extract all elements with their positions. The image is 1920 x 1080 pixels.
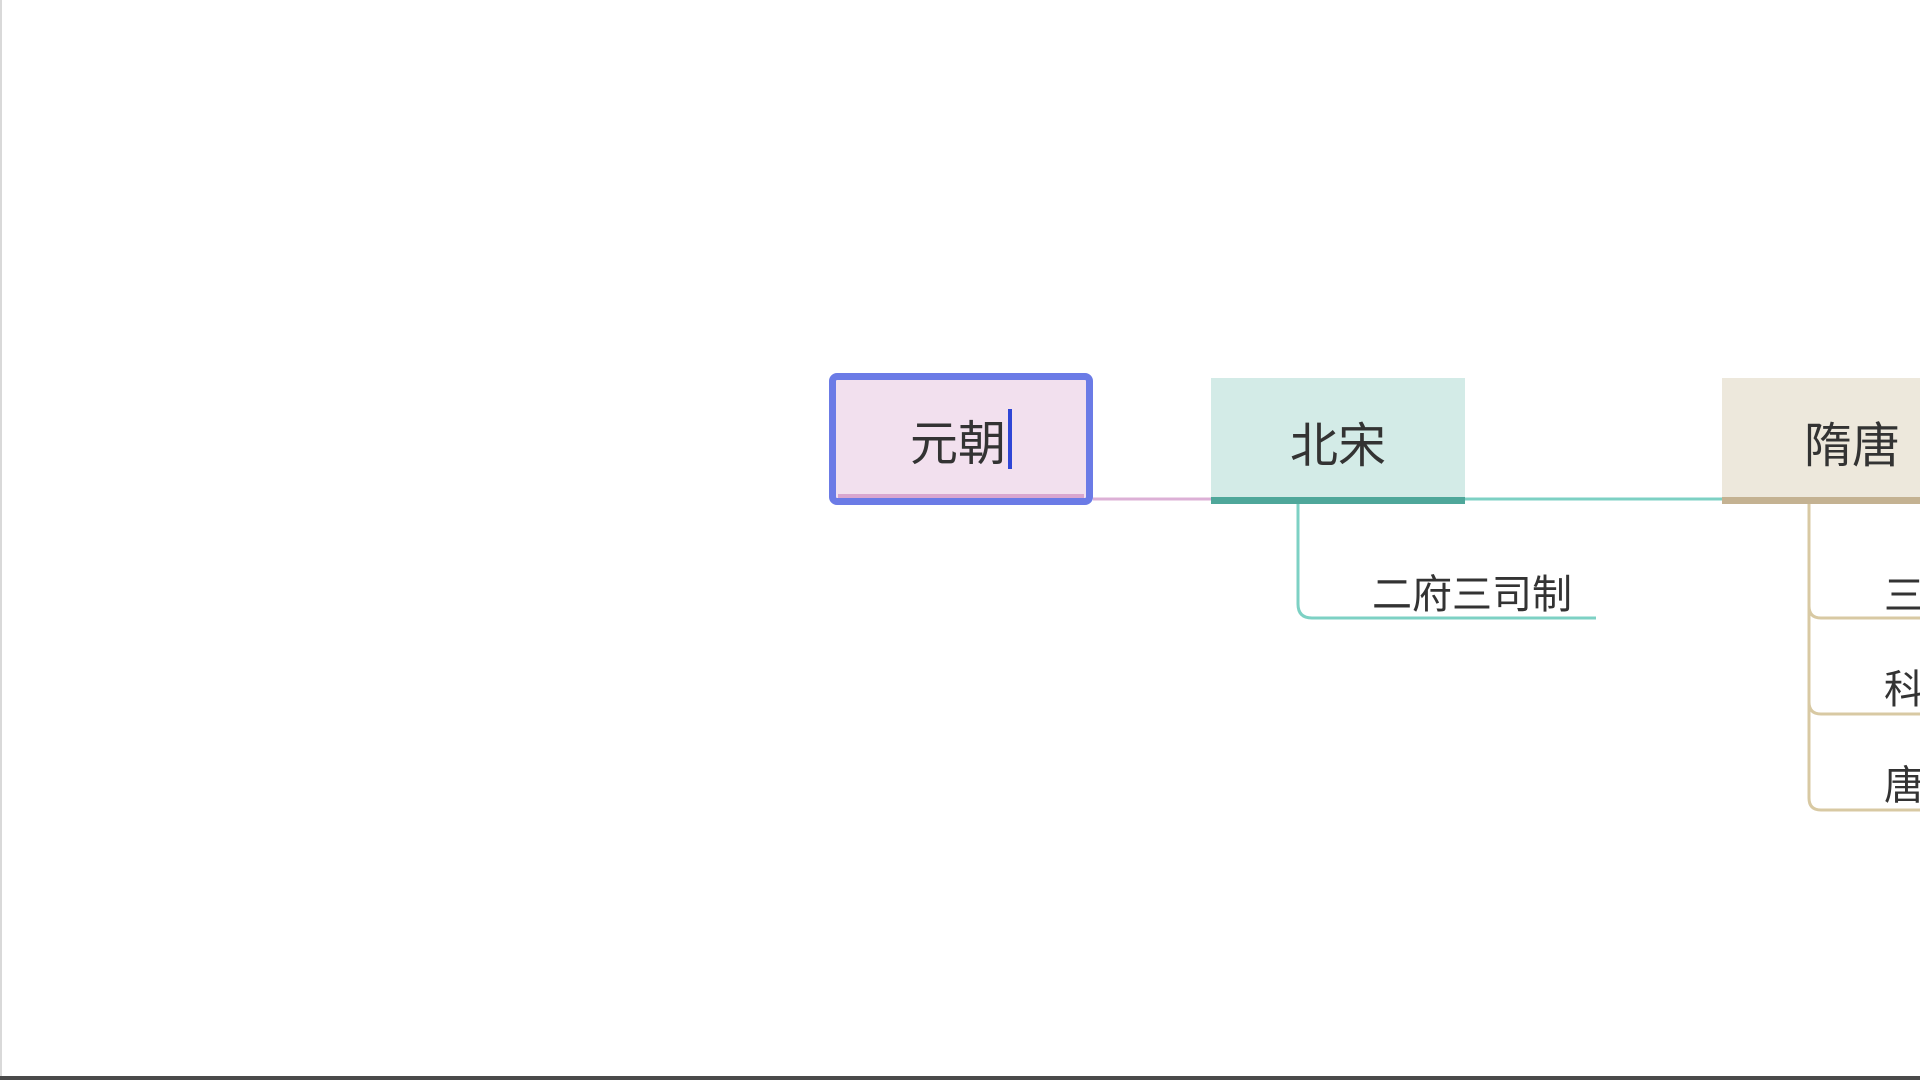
topic-suitang-label: 隋唐 [1804, 418, 1901, 474]
subtopic-erfu-sansi[interactable]: 二府三司制 [1372, 572, 1572, 618]
topic-beisong-label: 北宋 [1289, 418, 1386, 474]
topic-yuan-label[interactable]: 元朝 [909, 416, 1006, 472]
topic-suitang-underline [1722, 497, 1920, 504]
topic-beisong-underline [1211, 497, 1465, 504]
topic-beisong[interactable]: 北宋 [1211, 378, 1465, 504]
subtopic-suitang-1[interactable]: 三 [1884, 573, 1920, 619]
subtopic-suitang-3[interactable]: 唐 [1884, 763, 1920, 809]
subtopic-suitang-2[interactable]: 科 [1884, 667, 1920, 713]
bottom-edge-bar [0, 1076, 1920, 1080]
topic-yuan-selected[interactable]: 元朝 [829, 373, 1093, 505]
topic-yuan-underline [838, 494, 1084, 498]
topic-suitang[interactable]: 隋唐 [1722, 378, 1920, 504]
canvas-left-border [0, 0, 2, 1076]
text-caret [1008, 409, 1012, 469]
